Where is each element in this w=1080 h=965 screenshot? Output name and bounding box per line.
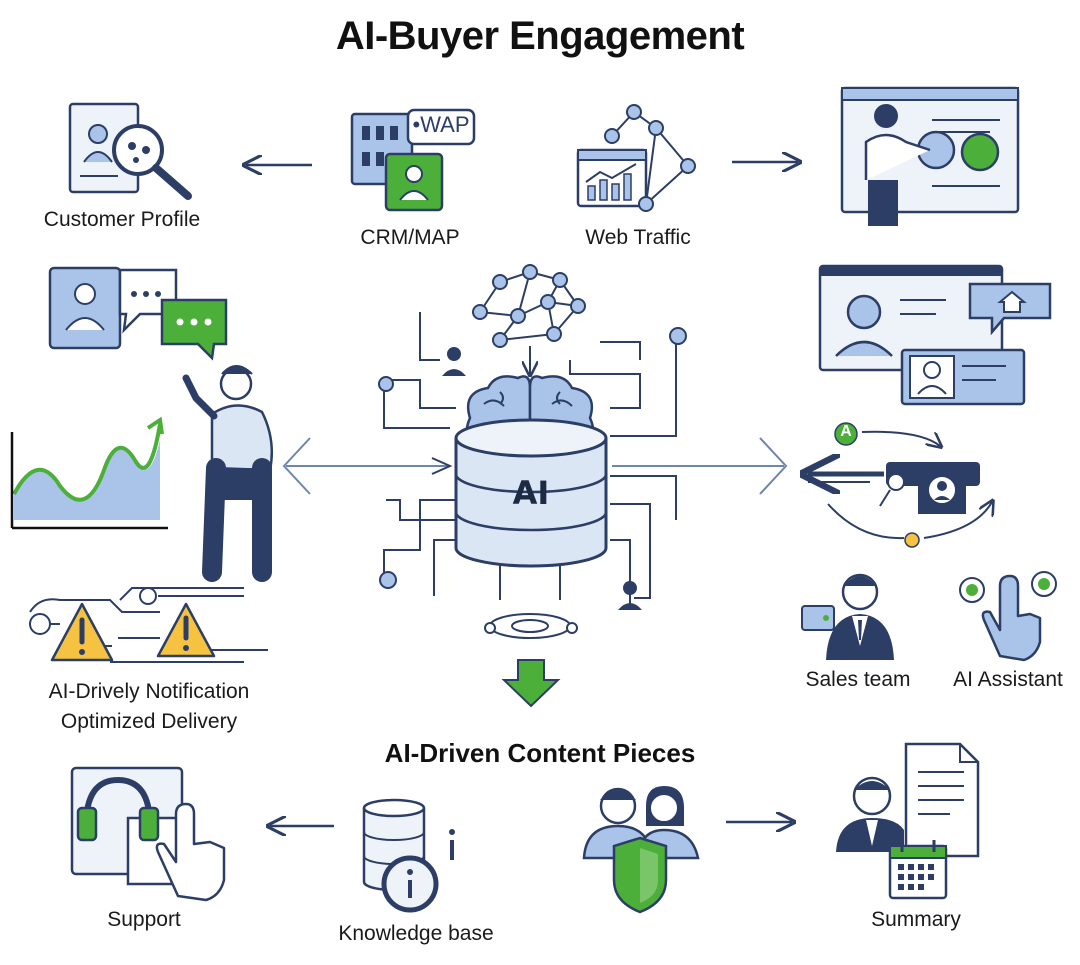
shield-team-icon: [582, 786, 700, 914]
download-arrow-icon: [501, 659, 561, 708]
label-notification-line1: AI-Drively Notification: [48, 680, 250, 703]
label-notification-line2: Optimized Delivery: [60, 710, 238, 733]
label-sales-team: Sales team: [805, 668, 911, 691]
web-traffic-icon: [576, 104, 696, 212]
headset-touch-icon: [70, 766, 226, 902]
summary-document-icon: [836, 742, 980, 858]
magnifier-profile-icon: [68, 102, 192, 200]
calendar-icon: [888, 840, 948, 900]
a-badge: A: [840, 423, 852, 440]
handoff-cycle-icon: [808, 422, 992, 548]
arrow-center-left: [282, 437, 453, 495]
person-pointing-icon: [182, 365, 273, 582]
crm-contact-icon: [350, 108, 476, 212]
section-title-content-pieces: AI-Driven Content Pieces: [384, 738, 696, 768]
label-support: Support: [107, 908, 181, 931]
arrow-center-right: [612, 437, 788, 495]
label-ai-assistant: AI Assistant: [953, 668, 1063, 691]
touch-hand-icon: [959, 571, 1057, 662]
label-knowledge-base: Knowledge base: [338, 922, 494, 945]
sales-person-icon: [801, 573, 894, 660]
label-customer-profile: Customer Profile: [43, 208, 201, 231]
warning-network-icon: [29, 587, 268, 663]
page-title: AI-Buyer Engagement: [335, 14, 745, 58]
chat-profile-icon: [48, 266, 228, 361]
growth-chart-icon: [10, 416, 168, 530]
profile-cards-icon: [818, 264, 1052, 406]
ai-brain-database-icon: [378, 264, 687, 639]
presenter-icon: [840, 86, 1020, 226]
label-web-traffic: Web Traffic: [585, 226, 691, 249]
wap-badge: •WAP: [412, 112, 470, 137]
label-crm-map: CRM/MAP: [360, 226, 460, 249]
label-summary: Summary: [871, 908, 961, 931]
knowledge-database-icon: [362, 798, 455, 913]
center-ai-label: AI: [512, 474, 550, 512]
